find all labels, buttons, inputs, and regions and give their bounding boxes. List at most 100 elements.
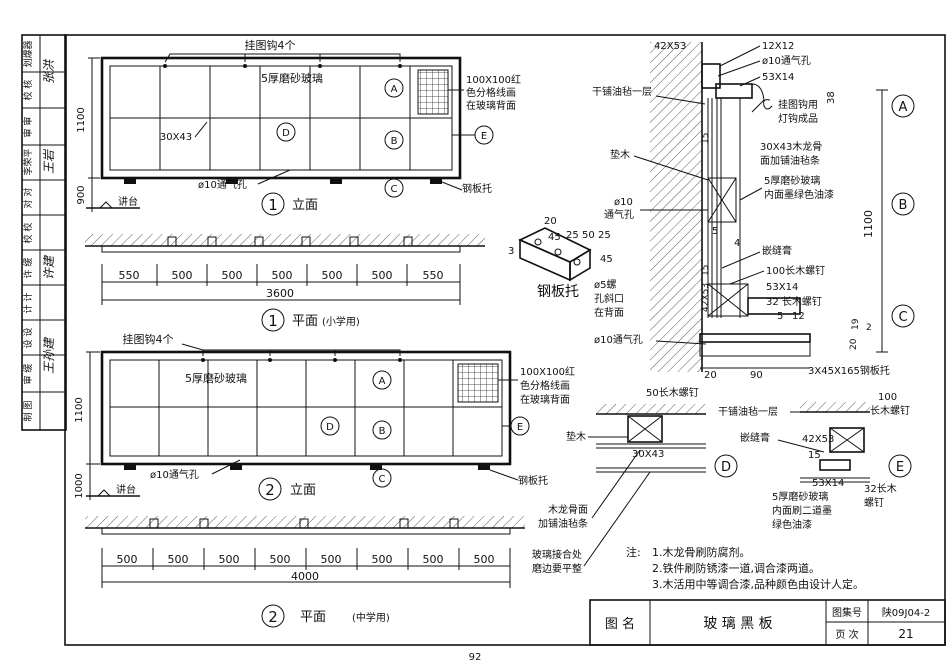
- e-caulk: 嵌缝膏: [740, 431, 770, 444]
- svg-text:B: B: [379, 426, 386, 437]
- sect-marker-c: [891, 304, 915, 328]
- view-number-p2: [261, 604, 285, 628]
- svg-text:C: C: [379, 474, 386, 485]
- p1-seg-5: 500: [372, 269, 393, 282]
- p1-seg-4: 500: [322, 269, 343, 282]
- sect-caulk: 嵌缝膏: [762, 244, 792, 257]
- p2-seg-6: 500: [423, 553, 444, 566]
- steel-bracket-section: [699, 333, 811, 343]
- detail-d-marker: [714, 454, 738, 478]
- svg-text:D: D: [282, 128, 290, 139]
- dim-1100-e1: 1100: [76, 107, 87, 132]
- p2-total: 4000: [291, 570, 319, 583]
- p1-total: 3600: [266, 287, 294, 300]
- svg-text:D: D: [721, 460, 731, 475]
- wall-section: 1100 A B C 42X53 12X12 ø10通气孔 53X14 干铺油毡…: [592, 41, 915, 399]
- notes-heading: 注:: [626, 545, 641, 559]
- bracket-dim-25b: 25: [598, 230, 611, 241]
- bracket-hole-0: ø5螺: [594, 279, 616, 291]
- p1-seg-1: 500: [172, 269, 193, 282]
- sect-vent-mid-0: ø10: [614, 197, 633, 208]
- svg-text:C: C: [391, 184, 398, 195]
- bracket-dim-45: 45: [548, 232, 561, 243]
- title-block: 图 名 玻 璃 黑 板 图集号 陕09J04-2 页 次 21: [589, 599, 946, 646]
- svg-text:1: 1: [268, 196, 278, 214]
- bracket-title: 钢板托: [537, 284, 579, 300]
- sect-dim-5b: 5: [777, 311, 783, 322]
- sect-pad: 垫木: [610, 148, 630, 161]
- bracket-dim-50: 50: [582, 230, 595, 241]
- sect-dim-1100: 1100: [862, 210, 875, 238]
- dim-1000-e2: 1000: [74, 473, 85, 498]
- vent-label-1: ø10通气孔: [198, 178, 247, 191]
- plan-2: 500 500 500 500 500 500 500 500 4000 2 平…: [85, 516, 525, 628]
- marker-d-2: [320, 416, 340, 436]
- sect-rail: 53X14: [762, 72, 794, 83]
- sect-screw100: 100长木螺钉: [766, 265, 825, 277]
- e-screw100-0: 100: [878, 392, 897, 403]
- d-keel-0: 木龙骨面: [548, 503, 588, 516]
- notes: 注: 1.木龙骨刷防腐剂。 2.铁件刷防锈漆一道,调合漆两道。 3.木活用中等调…: [626, 545, 864, 591]
- sect-dim-5a: 5: [712, 226, 718, 237]
- sect-dim-2: 2: [866, 323, 872, 333]
- svg-text:A: A: [379, 376, 386, 387]
- strip-cell-8: 设 设: [23, 328, 34, 349]
- strip-cell-7: 计 计: [22, 293, 34, 314]
- e-member: 42X53: [802, 434, 834, 445]
- bracket-hole-2: 在背面: [594, 306, 624, 319]
- marker-c-1: [384, 178, 404, 198]
- sect-keel-1: 面加铺油毡条: [760, 154, 820, 167]
- red-grid-sample: [417, 69, 449, 115]
- podium-label-2: 讲台: [116, 483, 136, 496]
- sheet-frame: [64, 34, 946, 646]
- grid-note-1-0: 100X100红: [466, 73, 521, 86]
- p1-seg-3: 500: [272, 269, 293, 282]
- p1-seg-2: 500: [222, 269, 243, 282]
- sect-glass-1: 内面墨绿色油漆: [764, 188, 834, 201]
- sect-dim-19: 19: [851, 318, 861, 330]
- elevation-1: 挂图钩4个 5厚磨砂玻璃 30X43 100X100红 色分格线画 在玻璃背面 …: [76, 38, 521, 216]
- sect-dim-38: 38: [826, 91, 837, 104]
- marker-a-1: [384, 78, 404, 98]
- e-rail: 53X14: [812, 478, 844, 489]
- view-number-p1: [261, 308, 285, 332]
- marker-b-1: [384, 130, 404, 150]
- signature-2: 许建: [42, 254, 56, 280]
- sect-dim-90: 90: [750, 370, 763, 381]
- svg-text:E: E: [481, 131, 487, 142]
- marker-b-2: [372, 420, 392, 440]
- bracket-dim-45b: 45: [600, 254, 613, 265]
- grid-note-2-1: 色分格线画: [520, 379, 570, 392]
- bracket-dim-25a: 25: [566, 230, 579, 241]
- view-number-e1: [261, 192, 285, 216]
- strip-cell-6: 许 缓: [22, 258, 34, 279]
- sect-screw32: 32 长木螺钉: [766, 296, 822, 308]
- glass-label-1: 5厚磨砂玻璃: [261, 71, 323, 85]
- plan-1: 550 500 500 500 500 500 550 3600 1 平面 (小…: [85, 234, 485, 332]
- strip-cell-1: 校 核: [22, 80, 34, 101]
- sect-keel-0: 30X43木龙骨: [760, 140, 822, 153]
- sect-dim-15a: 15: [701, 133, 711, 144]
- svg-text:2: 2: [265, 481, 275, 499]
- e-glass-2: 绿色油漆: [772, 518, 812, 531]
- view-subtitle-p1: (小学用): [322, 315, 360, 328]
- page-label: 页 次: [835, 628, 858, 641]
- strip-cell-10: 制 图: [22, 401, 34, 422]
- board-frame-2: [100, 350, 512, 466]
- bracket-label-2: 钢板托: [518, 474, 548, 487]
- member-label-1: 30X43: [160, 132, 192, 143]
- bracket-dim-20: 20: [544, 216, 557, 227]
- view-title-p2: 平面: [300, 610, 326, 625]
- strip-cell-9: 审 缓: [22, 364, 34, 385]
- sect-marker-a: [891, 94, 915, 118]
- vent-label-2: ø10通气孔: [150, 468, 199, 481]
- sect-dim-20b: 20: [704, 370, 717, 381]
- svg-text:1: 1: [268, 312, 278, 330]
- d-keel-1: 加铺油毡条: [538, 517, 588, 530]
- sect-dim-15b: 15: [701, 265, 711, 276]
- p1-seg-0: 550: [119, 269, 140, 282]
- sect-felt: 干铺油毡一层: [592, 85, 652, 98]
- svg-text:2: 2: [268, 608, 278, 626]
- sect-marker-b: [891, 192, 915, 216]
- e-screw32-0: 32长木: [864, 483, 897, 495]
